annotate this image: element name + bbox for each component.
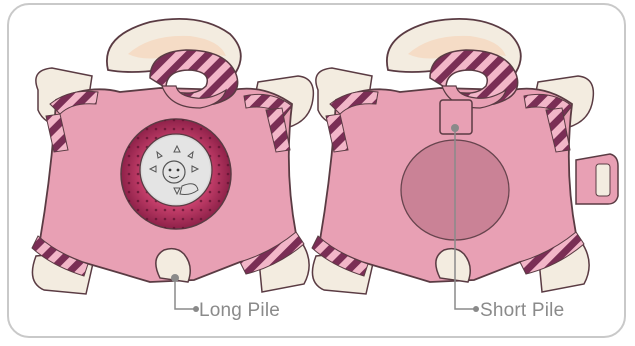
label-short-pile: Short Pile (480, 300, 564, 322)
label-long-pile: Long Pile (199, 300, 280, 322)
sun-face-icon (121, 119, 231, 229)
plush-front (32, 19, 313, 312)
leader-line-long-pile (175, 278, 196, 309)
plush-back (312, 19, 618, 312)
